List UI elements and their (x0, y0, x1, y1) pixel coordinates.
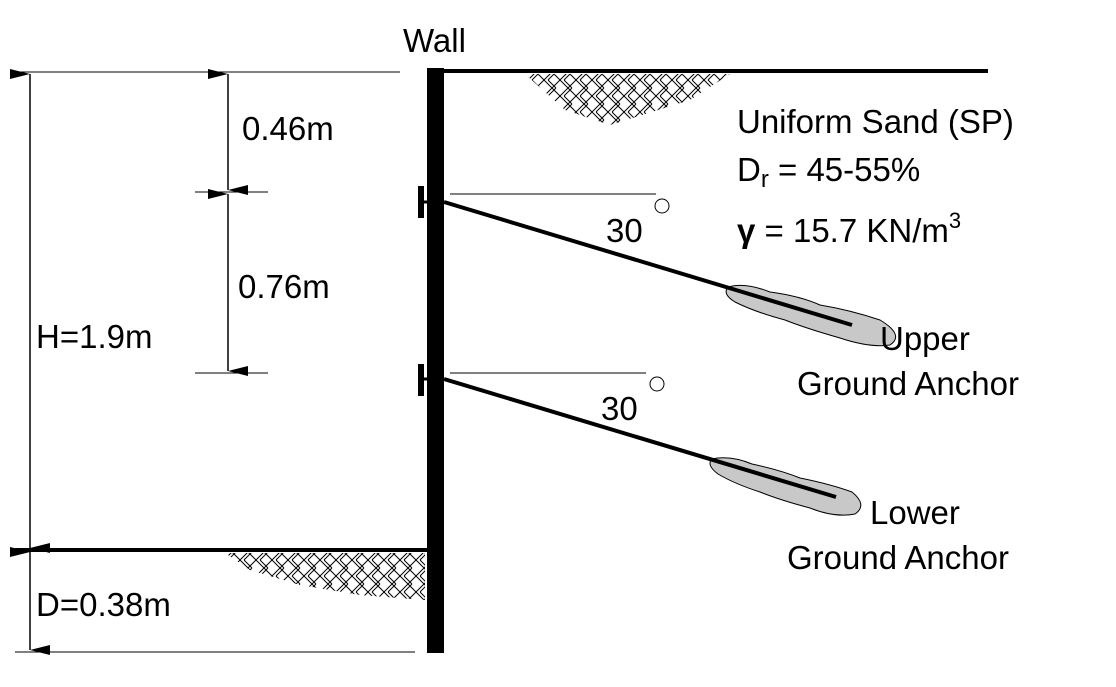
dimension-lines (9, 69, 248, 655)
relative-density-label: Dr = 45-55% (737, 151, 920, 193)
upper-ground-anchor: 30 (418, 186, 897, 347)
lower-tendon (443, 377, 837, 499)
unit-weight-label: γ = 15.7 KN/m3 (737, 208, 961, 249)
lower-angle-label: 30 (601, 390, 638, 427)
soil-hatch-upper (525, 74, 730, 125)
dim-middle-label: 0.76m (238, 268, 330, 305)
upper-tendon (443, 200, 853, 327)
upper-anchor-bracket (418, 186, 424, 218)
soil-hatch-lower (225, 553, 425, 600)
lower-anchor-label-1: Lower (870, 494, 960, 531)
upper-angle-label: 30 (606, 212, 643, 249)
lower-anchor-bracket (418, 364, 424, 396)
dim-height-label: H=1.9m (36, 318, 152, 355)
soil-type-label: Uniform Sand (SP) (737, 103, 1014, 140)
dim-upper-label: 0.46m (242, 110, 334, 147)
lower-ground-anchor: 30 (418, 364, 862, 516)
dim-embed-label: D=0.38m (36, 586, 171, 623)
degree-symbol (649, 376, 665, 392)
upper-anchor-label-1: Upper (880, 320, 970, 357)
wall-label: Wall (403, 22, 466, 59)
upper-anchor-label-2: Ground Anchor (797, 365, 1019, 402)
lower-anchor-label-2: Ground Anchor (787, 539, 1009, 576)
wall (427, 68, 444, 653)
degree-symbol (654, 198, 670, 214)
